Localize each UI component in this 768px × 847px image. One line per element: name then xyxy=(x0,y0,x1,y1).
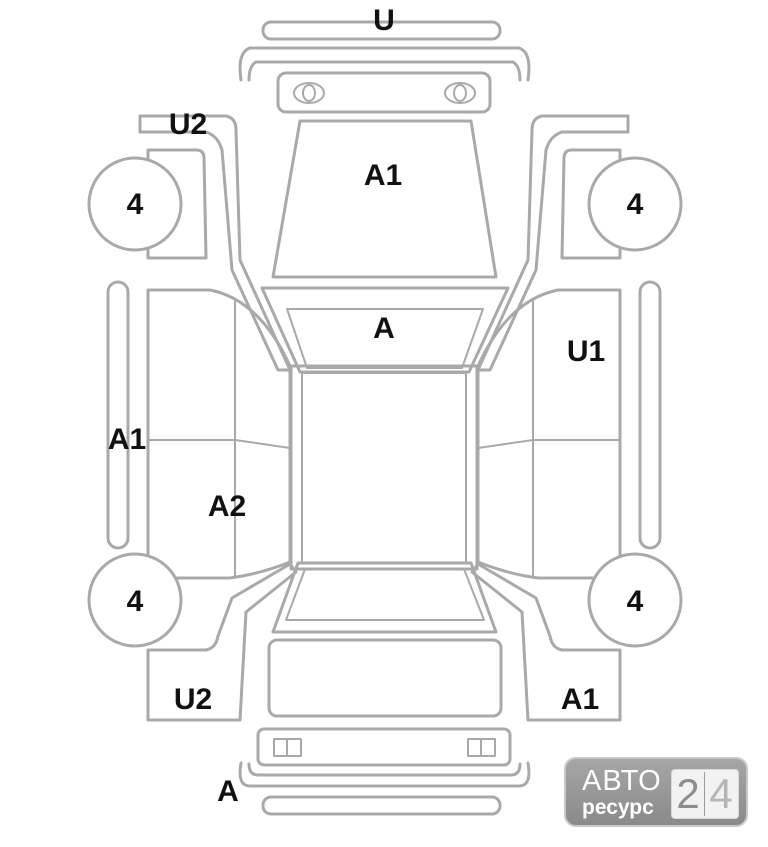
wheel-rear-left: 4 xyxy=(87,552,183,648)
label-rear-right-quarter: A1 xyxy=(561,683,599,716)
logo-text-line2: ресурс xyxy=(582,796,654,819)
right-front-fender xyxy=(476,114,630,372)
front-grille xyxy=(276,71,492,114)
trunk xyxy=(267,638,503,718)
wheel-front-right-number: 4 xyxy=(627,188,644,221)
label-right-front-door: U1 xyxy=(567,335,605,368)
rear-bumper xyxy=(238,761,531,816)
label-hood: A1 xyxy=(364,159,402,192)
roof xyxy=(289,364,479,571)
avtoresurs-logo: АВТО ресурс 2 4 xyxy=(564,757,748,827)
rear-panel xyxy=(256,727,512,767)
front-bumper xyxy=(238,20,531,82)
left-rear-quarter xyxy=(146,562,298,722)
label-left-rear-door: A2 xyxy=(208,490,246,523)
left-front-fender xyxy=(138,114,292,372)
left-doors xyxy=(106,280,292,580)
windshield xyxy=(260,286,510,374)
label-windshield: A xyxy=(373,312,395,345)
right-doors xyxy=(476,280,662,580)
hood xyxy=(271,119,498,279)
label-front-bumper: U xyxy=(373,4,395,37)
label-left-front-door: A1 xyxy=(108,423,146,456)
label-rear-bumper: A xyxy=(217,775,239,808)
label-rear-left-quarter: U2 xyxy=(174,683,212,716)
wheel-front-right: 4 xyxy=(587,156,683,252)
wheel-front-left: 4 xyxy=(87,156,183,252)
wheel-rear-right-number: 4 xyxy=(627,585,644,618)
label-front-left-fender: U2 xyxy=(169,108,207,141)
logo-text-line1: АВТО xyxy=(582,765,662,797)
wheel-rear-left-number: 4 xyxy=(127,585,144,618)
wheel-rear-right: 4 xyxy=(587,552,683,648)
logo-digit-1: 2 xyxy=(676,770,700,817)
logo-number-box: 2 4 xyxy=(671,769,739,819)
logo-digit-2: 4 xyxy=(709,770,733,817)
rear-window xyxy=(271,561,498,634)
right-rear-quarter xyxy=(470,562,622,722)
wheel-front-left-number: 4 xyxy=(127,188,144,221)
